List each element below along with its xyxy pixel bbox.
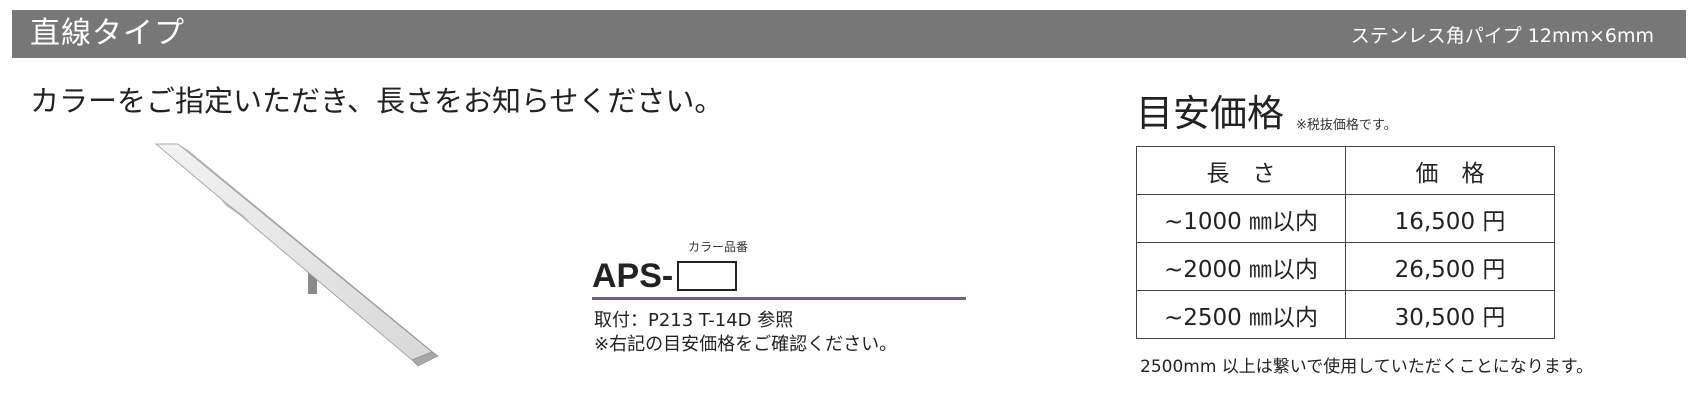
product-code: APS- <box>592 256 738 296</box>
column-header-price: 価 格 <box>1345 146 1555 195</box>
price-cell: 26,500 円 <box>1345 242 1555 291</box>
section-header: 直線タイプ ステンレス角パイプ 12mm×6mm <box>12 10 1686 58</box>
price-cell: 16,500 円 <box>1345 194 1555 243</box>
table-row: ~2500 ㎜以内 30,500 円 <box>1136 290 1555 339</box>
color-code-label: カラー品番 <box>688 240 749 254</box>
bar-top-face <box>154 143 433 361</box>
length-cell: ~2000 ㎜以内 <box>1136 242 1346 291</box>
price-table-title: 目安価格 <box>1136 92 1284 135</box>
color-code-box <box>677 261 738 291</box>
bar-side-face <box>178 144 438 356</box>
table-row: ~2000 ㎜以内 26,500 円 <box>1136 242 1555 291</box>
section-title: 直線タイプ <box>30 16 185 51</box>
table-row: ~1000 ㎜以内 16,500 円 <box>1136 194 1555 243</box>
instruction-text: カラーをご指定いただき、長さをお知らせください。 <box>30 84 724 118</box>
column-header-length: 長 さ <box>1136 146 1346 195</box>
length-cell: ~1000 ㎜以内 <box>1136 194 1346 243</box>
length-cell: ~2500 ㎜以内 <box>1136 290 1346 339</box>
bar-shadow-mark <box>220 198 250 222</box>
section-subtitle: ステンレス角パイプ 12mm×6mm <box>1350 25 1654 47</box>
handrail-product-image <box>154 143 439 367</box>
length-footnote: 2500mm 以上は繋いで使用していただくことになります。 <box>1140 357 1594 377</box>
mount-post-shape <box>308 268 317 294</box>
price-cell: 30,500 円 <box>1345 290 1555 339</box>
price-table: 長 さ 価 格 ~1000 ㎜以内 16,500 円 ~2000 ㎜以内 26,… <box>1136 146 1555 339</box>
tax-note: ※税抜価格です。 <box>1296 118 1397 133</box>
table-header-row: 長 さ 価 格 <box>1136 146 1555 195</box>
product-code-prefix: APS- <box>592 257 674 295</box>
bar-end-face <box>411 351 439 367</box>
mount-reference-note: 取付：P213 T-14D 参照 <box>594 310 794 331</box>
accent-divider <box>592 297 966 300</box>
price-reference-note: ※右記の目安価格をご確認ください。 <box>594 334 898 355</box>
